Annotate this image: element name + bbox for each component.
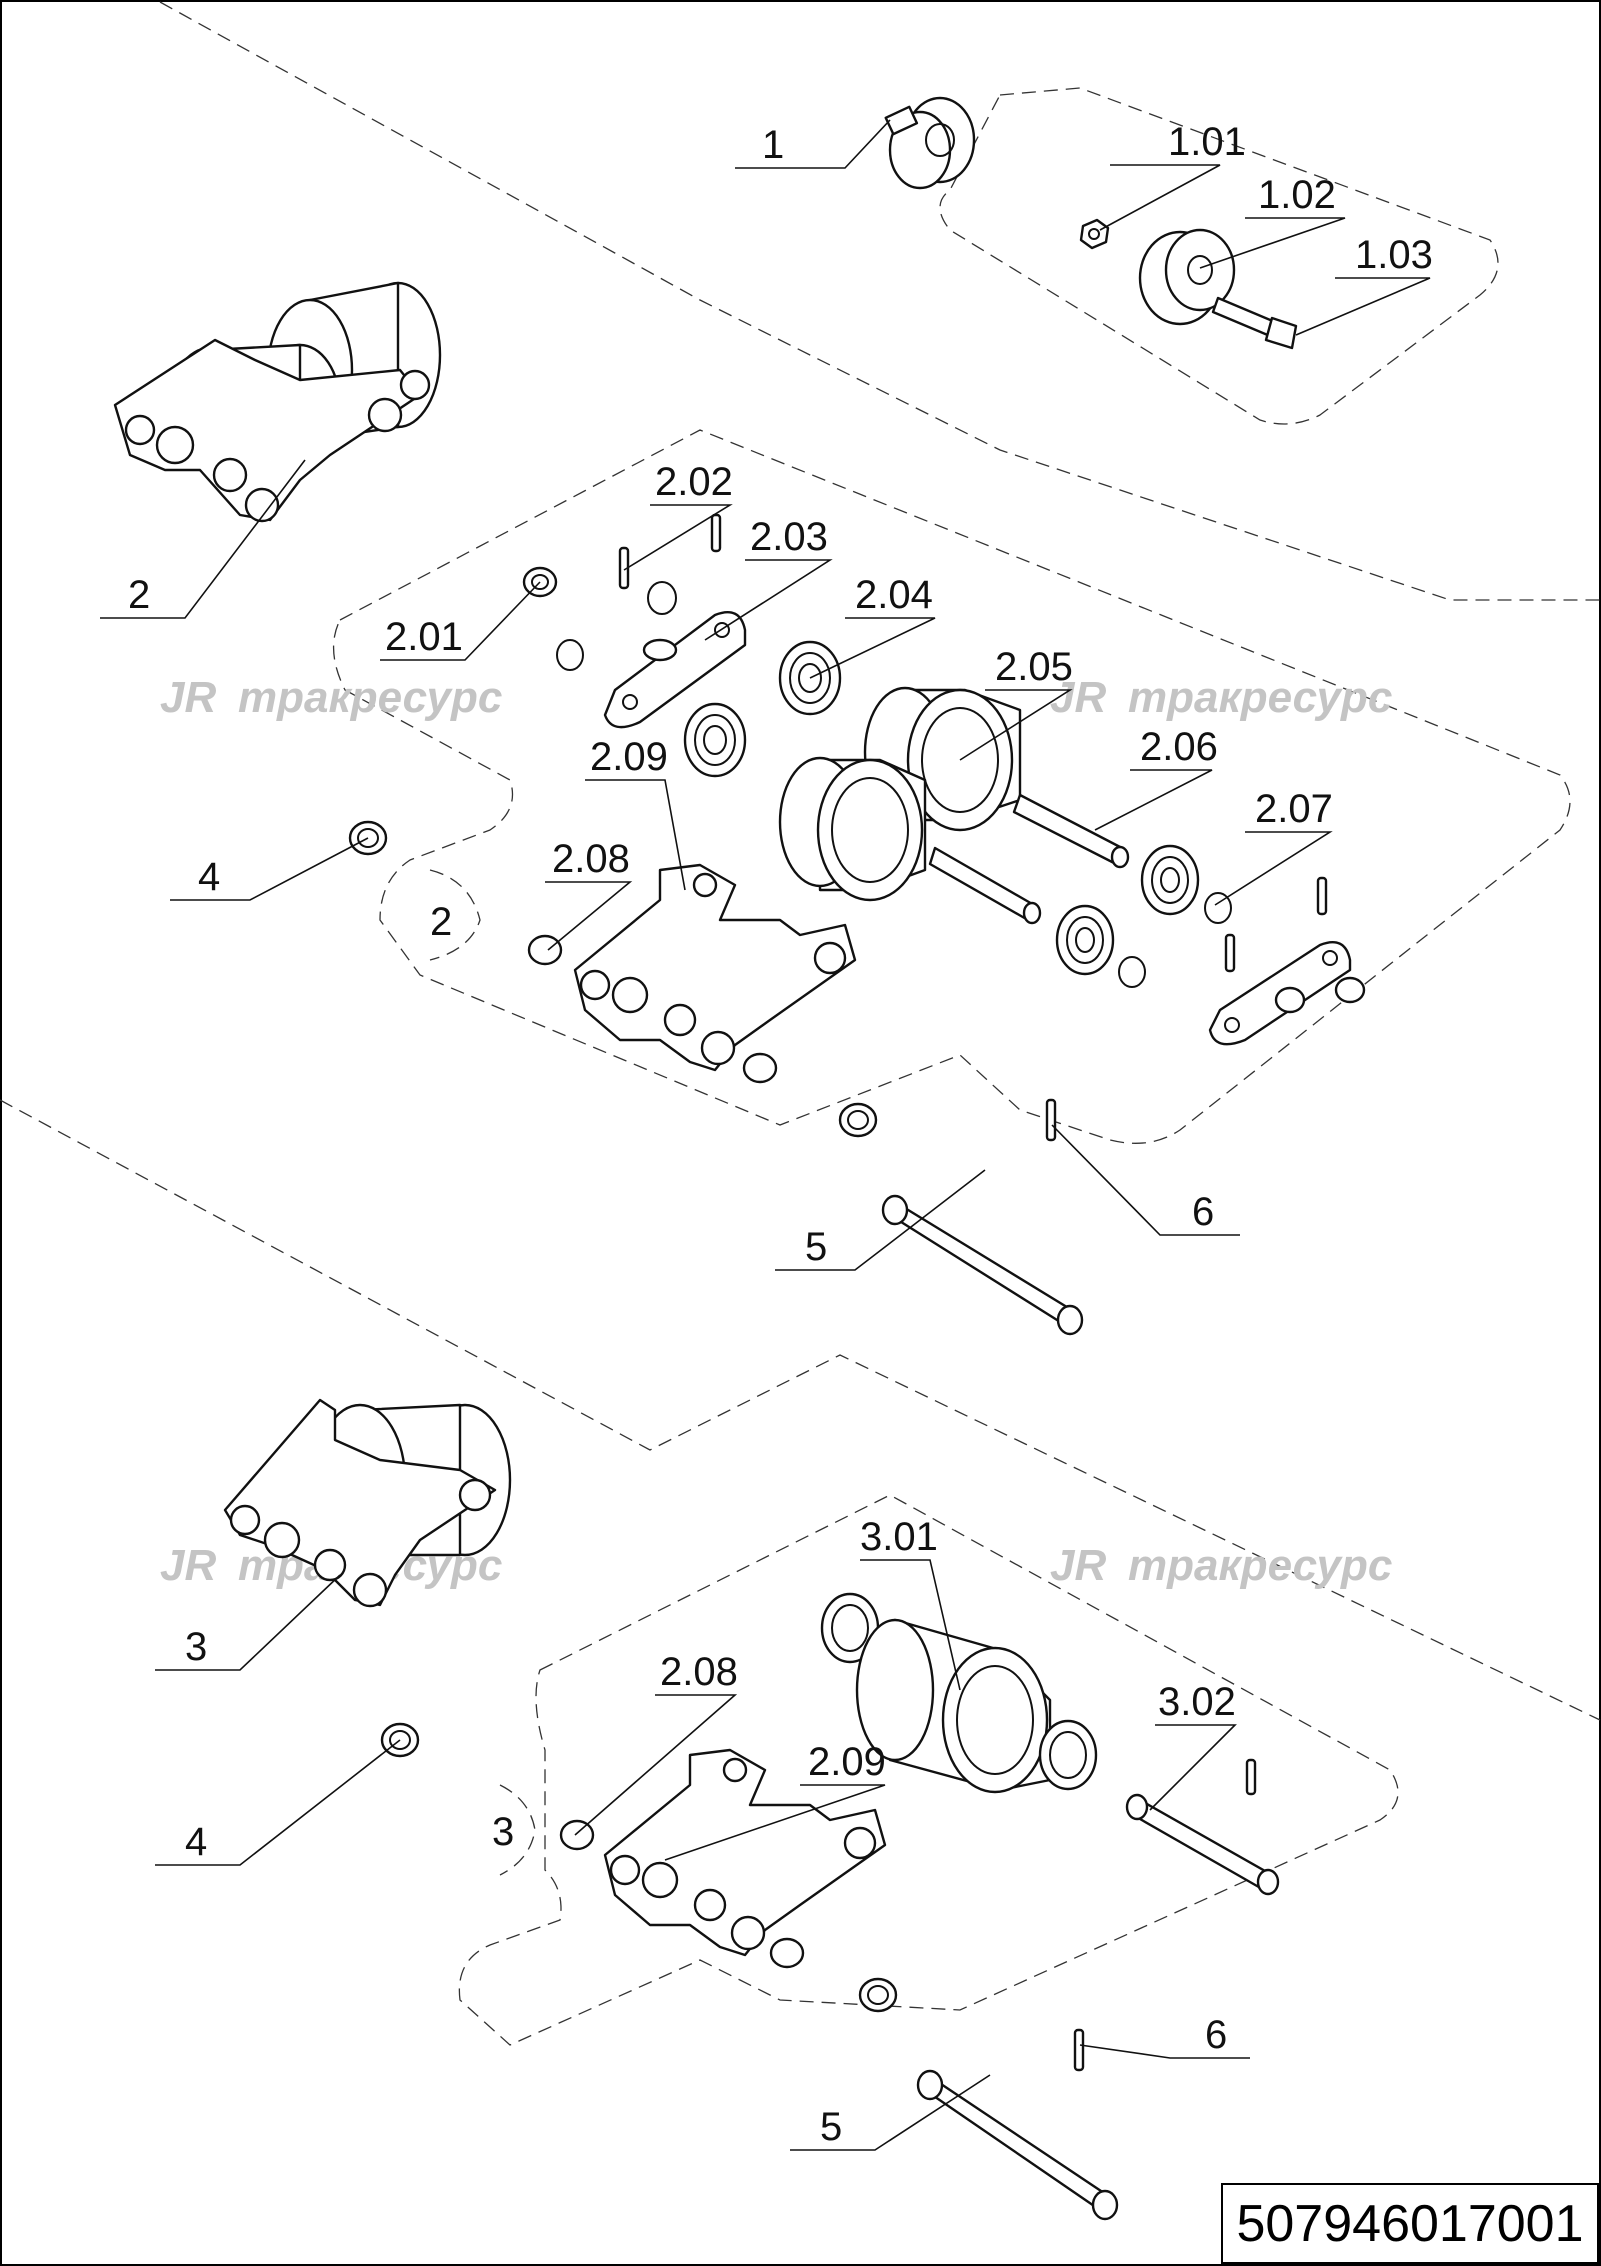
- callout-2-01: 2.01: [385, 615, 463, 659]
- document-number-box: 507946017001: [1221, 2183, 1599, 2264]
- callout-2-06: 2.06: [1140, 725, 1218, 769]
- callout-6-top: 6: [1192, 1190, 1214, 1234]
- callout-2-09-lower: 2.09: [808, 1740, 886, 1784]
- tr-logo-icon: JR: [1050, 1541, 1106, 1590]
- part-1-roller: [884, 96, 976, 190]
- part-2-08-bushing-lower: [559, 1819, 805, 1969]
- part-6-cotter-top: [1045, 1098, 1057, 1142]
- leader-lines: [100, 119, 1431, 2151]
- part-2-link-plate-right: [1208, 940, 1366, 1046]
- callout-labels: 1 1.01 1.02 1.03 2 2.01 2.02 2.03 2.04 2…: [128, 120, 1433, 2149]
- callout-1-02: 1.02: [1258, 173, 1336, 217]
- part-2-07-bearing: [1055, 844, 1200, 976]
- part-5-pin-bottom: [858, 1977, 1119, 2221]
- part-3-01-roller: [820, 1592, 1098, 1794]
- separator-middle: [0, 1099, 1601, 1721]
- callout-5-top: 5: [805, 1225, 827, 1269]
- group-2-oval: [429, 869, 481, 961]
- callout-2-03: 2.03: [750, 515, 828, 559]
- part-2-03-link-plate: [603, 610, 747, 729]
- separator-top: [159, 1, 1600, 601]
- callout-2-04: 2.04: [855, 573, 933, 617]
- part-2-pins-right: [1224, 876, 1328, 973]
- callout-2: 2: [128, 573, 150, 617]
- callout-2-05: 2.05: [995, 645, 1073, 689]
- callout-3: 3: [185, 1625, 207, 1669]
- group-outline-1: [939, 87, 1499, 425]
- part-3-assembly: [223, 1398, 512, 1608]
- part-6-cotter-bottom: [1073, 2028, 1085, 2072]
- callout-2-07: 2.07: [1255, 787, 1333, 831]
- callout-2-09: 2.09: [590, 735, 668, 779]
- part-3-02-axle: [1125, 1758, 1280, 1896]
- callout-group-2: 2: [430, 900, 452, 944]
- part-2-snap-ring: [556, 581, 1232, 988]
- part-2-09-frame: [573, 863, 857, 1072]
- part-2-assembly: [113, 281, 442, 523]
- callout-1: 1: [762, 123, 784, 167]
- watermark-text: тракресурс: [1128, 1541, 1392, 1590]
- part-5-pin-top: [838, 1102, 1084, 1336]
- part-2-05-rollers: [778, 686, 1022, 902]
- callout-1-03: 1.03: [1355, 233, 1433, 277]
- document-number: 507946017001: [1236, 2194, 1584, 2253]
- group-outline-2: [332, 429, 1571, 1144]
- callout-2-02: 2.02: [655, 460, 733, 504]
- callout-1-01: 1.01: [1168, 120, 1246, 164]
- callout-4-bottom: 4: [185, 1820, 207, 1864]
- callout-3-01: 3.01: [860, 1515, 938, 1559]
- watermark-2: JR тракресурс: [1050, 673, 1392, 722]
- part-1-03-bolt: [1211, 296, 1298, 350]
- callout-group-3: 3: [492, 1810, 514, 1854]
- callout-2-08: 2.08: [552, 837, 630, 881]
- part-1-01-nut: [1079, 218, 1110, 250]
- watermark-1: JR тракресурс: [160, 673, 502, 722]
- part-2-09-frame-lower: [603, 1748, 887, 1957]
- part-2-08-bushing: [527, 934, 778, 1084]
- watermark-text: тракресурс: [238, 673, 502, 722]
- callout-3-02: 3.02: [1158, 1680, 1236, 1724]
- watermark-4: JR тракресурс: [1050, 1541, 1392, 1590]
- watermark-text: тракресурс: [1128, 673, 1392, 722]
- callout-4-top: 4: [198, 855, 220, 899]
- callout-5-bottom: 5: [820, 2105, 842, 2149]
- callout-2-08-lower: 2.08: [660, 1650, 738, 1694]
- group-3-oval: [499, 1784, 536, 1876]
- part-2-02-pin: [618, 513, 722, 590]
- tr-logo-icon: JR: [160, 1541, 216, 1590]
- part-2-06-axle: [928, 793, 1130, 925]
- callout-6-bottom: 6: [1205, 2013, 1227, 2057]
- part-1-02-wheel: [1138, 228, 1236, 326]
- group-outline-3: [458, 1494, 1399, 2046]
- tr-logo-icon: JR: [160, 673, 216, 722]
